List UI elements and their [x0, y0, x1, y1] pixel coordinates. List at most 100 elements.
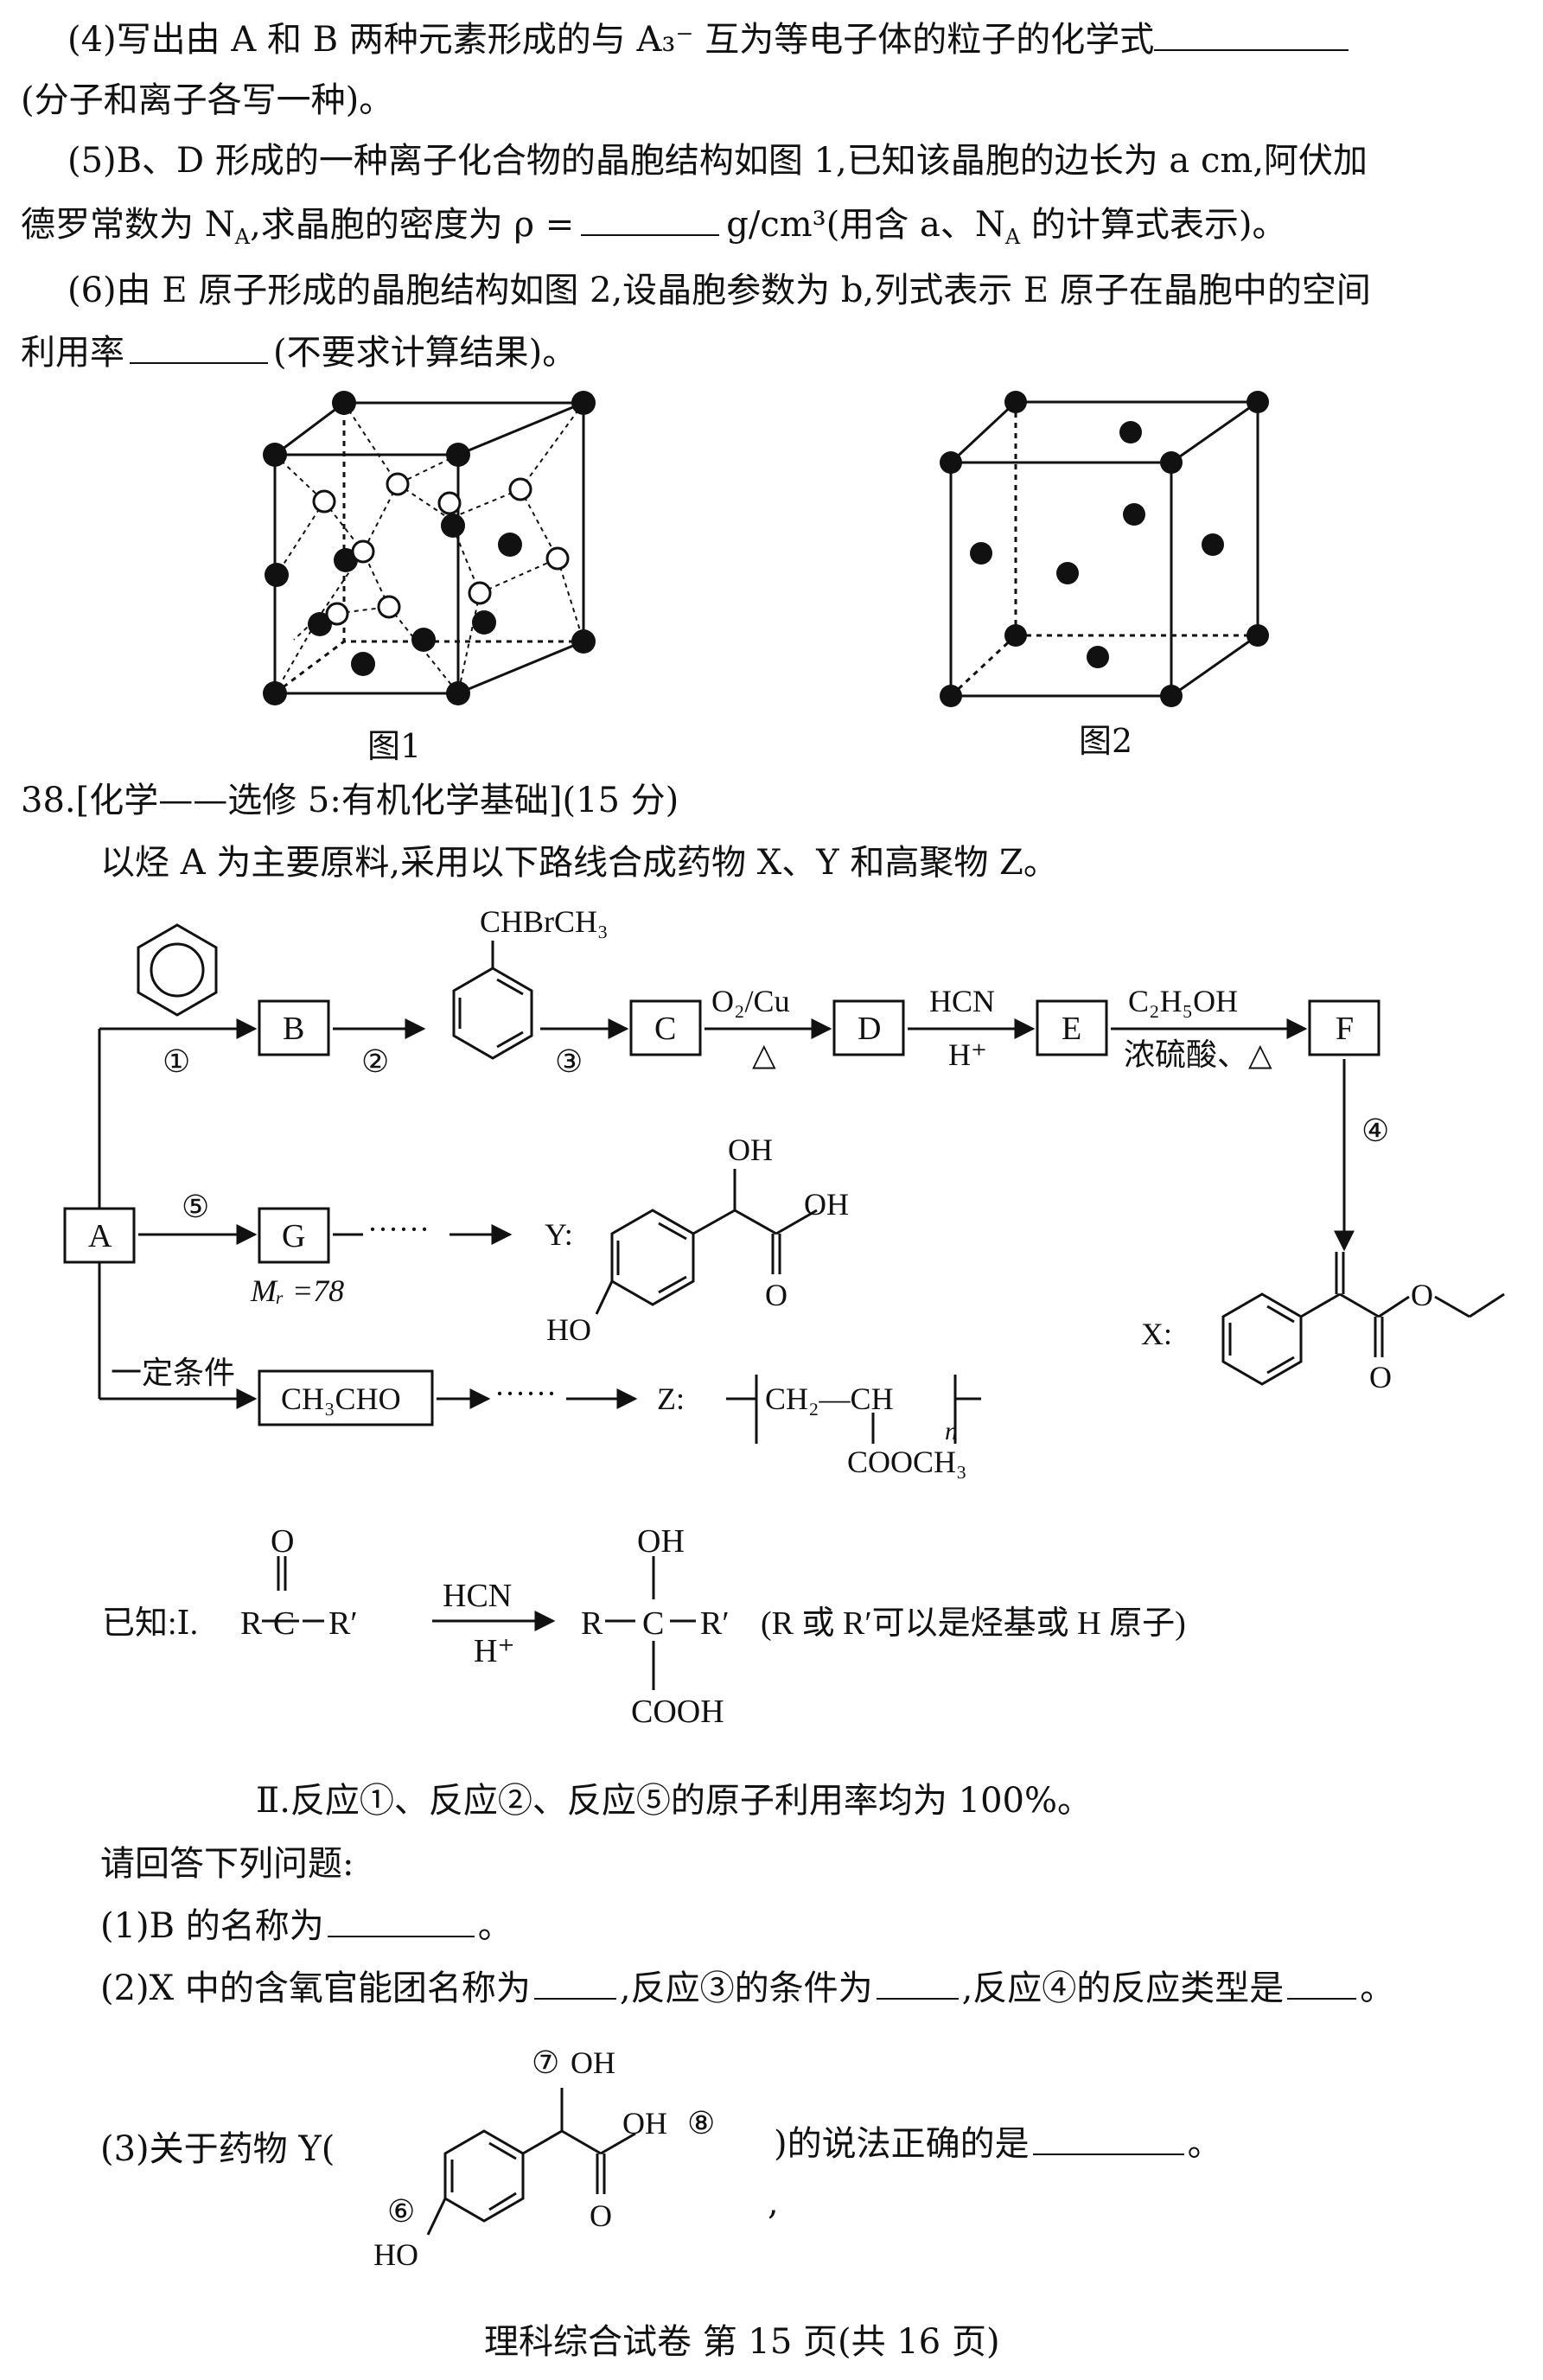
- q5-text-d: 的计算式表示)。: [1020, 205, 1287, 245]
- condition-label: 一定条件: [111, 1356, 235, 1390]
- known-note: (R 或 R′可以是烃基或 H 原子): [761, 1605, 1186, 1642]
- z-n: n: [945, 1417, 958, 1445]
- q5-text-c: g/cm³(用含 a、N: [726, 205, 1005, 245]
- known-prod-cooh: COOH: [631, 1694, 724, 1730]
- known-hcn: HCN: [443, 1578, 512, 1614]
- y-label: Y:: [545, 1217, 573, 1252]
- synthesis-scheme: B C D E F A G CH₃CHO ① ② ③ ④ ⑤ CHBrCH₃ O…: [63, 904, 1505, 1479]
- p2-text-d: 。: [1360, 1968, 1395, 2008]
- q5-answer-blank[interactable]: [581, 205, 720, 236]
- mr-label: Mᵣ =78: [250, 1273, 344, 1308]
- p3-mark-6: ⑥: [387, 2194, 415, 2229]
- p2-text-c: ,反应④的反应类型是: [961, 1968, 1285, 2008]
- box-ch3cho-label: CH₃CHO: [281, 1381, 401, 1416]
- p2-blank-3[interactable]: [1287, 1968, 1357, 2000]
- box-g-label: G: [282, 1218, 305, 1254]
- q38-title: 38.[化学——选修 5:有机化学基础](15 分): [21, 781, 679, 820]
- q6-line2: 利用率 (不要求计算结果)。: [21, 329, 577, 377]
- q6-line1: (6)由 E 原子形成的晶胞结构如图 2,设晶胞参数为 b,列式表示 E 原子在…: [67, 271, 1371, 310]
- known-hplus: H⁺: [474, 1633, 515, 1669]
- q6-text-b: (不要求计算结果)。: [273, 333, 577, 373]
- known-prefix: 已知:Ⅰ.: [102, 1605, 198, 1642]
- q5-text-b: ,求晶胞的密度为 ρ =: [250, 205, 575, 245]
- p3-carbonyl-o: O: [590, 2198, 612, 2233]
- box-b-label: B: [283, 1011, 304, 1047]
- p1-line: (1)B 的名称为 。: [100, 1902, 513, 1950]
- p3-structure-y: ⑦ OH OH ⑧ O ⑥ HO: [373, 2045, 715, 2272]
- q6-answer-blank[interactable]: [130, 333, 268, 364]
- p3-oh-8: OH: [622, 2106, 667, 2141]
- q4-line1: (4)写出由 A 和 B 两种元素形成的与 A₃⁻ 互为等电子体的粒子的化学式: [67, 16, 1349, 64]
- ethanol-label: C₂H₅OH: [1128, 984, 1238, 1018]
- conc-acid-label: 浓硫酸、△: [1124, 1037, 1272, 1072]
- known-c: C: [273, 1605, 295, 1642]
- p2-text-a: (2)X 中的含氧官能团名称为: [100, 1968, 531, 2008]
- known-prod-c: C: [642, 1605, 664, 1642]
- x-label: X:: [1141, 1317, 1172, 1351]
- z-main-chain: CH₂—CH: [765, 1381, 894, 1416]
- known-prod-oh: OH: [637, 1523, 685, 1560]
- p2-blank-2[interactable]: [876, 1968, 959, 2000]
- z-label: Z:: [657, 1381, 685, 1416]
- q4-answer-blank[interactable]: [1154, 20, 1349, 51]
- o2cu-label: O₂/Cu: [711, 984, 790, 1018]
- p1-end: 。: [477, 1906, 513, 1946]
- hcn-label: HCN: [929, 984, 995, 1018]
- z-side-chain: COOCH₃: [847, 1445, 967, 1479]
- p2-line: (2)X 中的含氧官能团名称为 ,反应③的条件为 ,反应④的反应类型是 。: [100, 1964, 1394, 2013]
- ask-line: 请回答下列问题:: [100, 1844, 354, 1884]
- p2-text-b: ,反应③的条件为: [619, 1968, 873, 2008]
- p1-text: (1)B 的名称为: [100, 1906, 324, 1946]
- box-f-label: F: [1336, 1011, 1354, 1047]
- heat-label-1: △: [752, 1037, 776, 1072]
- step-5-mark: ⑤: [182, 1190, 209, 1224]
- dots-y: ······: [367, 1212, 430, 1247]
- y-oh-top: OH: [728, 1133, 773, 1167]
- figure-2-caption: 图2: [1079, 722, 1133, 760]
- p3-mark-7: ⑦: [532, 2045, 559, 2080]
- known-prod-rp: R′: [700, 1605, 730, 1642]
- p1-answer-blank[interactable]: [327, 1906, 475, 1937]
- q4-text: (4)写出由 A 和 B 两种元素形成的与 A₃⁻ 互为等电子体的粒子的化学式: [67, 20, 1155, 60]
- step-3-mark: ③: [555, 1044, 583, 1079]
- figure-1-caption: 图1: [367, 727, 422, 765]
- q5-line1: (5)B、D 形成的一种离子化合物的晶胞结构如图 1,已知该晶胞的边长为 a c…: [67, 141, 1368, 181]
- y-ho: HO: [546, 1312, 591, 1347]
- known-reaction: 已知:Ⅰ. R C R′ O HCN H⁺ R C R′ OH COOH (R …: [102, 1523, 1186, 1730]
- box-a-label: A: [88, 1218, 112, 1254]
- substituent-label: CHBrCH₃: [480, 904, 609, 939]
- known-r: R: [240, 1605, 263, 1642]
- p3-text-b: )的说法正确的是: [774, 2124, 1030, 2164]
- dots-z: ······: [494, 1376, 557, 1411]
- known-o: O: [271, 1523, 294, 1560]
- q5-line2: 德罗常数为 NA,求晶胞的密度为 ρ =g/cm³(用含 a、NA 的计算式表示…: [21, 201, 1287, 261]
- y-carbonyl-o: O: [765, 1278, 787, 1312]
- p3-mark-8: ⑧: [687, 2106, 715, 2141]
- p3-answer-blank[interactable]: [1032, 2124, 1184, 2155]
- figure-1-crystal-cell: [263, 391, 596, 705]
- known-rp: R′: [328, 1605, 358, 1642]
- p3-text-c: 。: [1187, 2124, 1222, 2164]
- page-footer: 理科综合试卷 第 15 页(共 16 页): [484, 2322, 1000, 2362]
- q5-sub-a: A: [234, 225, 251, 249]
- step-2-mark: ②: [361, 1044, 389, 1079]
- q5-text-a: 德罗常数为 N: [21, 205, 235, 245]
- known-prod-r: R: [581, 1605, 603, 1642]
- x-carbonyl-o: O: [1369, 1360, 1392, 1394]
- p2-blank-1[interactable]: [533, 1968, 616, 2000]
- q4-line2: (分子和离子各写一种)。: [21, 80, 394, 120]
- p3-prefix: (3)关于药物 Y(: [100, 2129, 335, 2169]
- p3-comma: ,: [768, 2183, 779, 2223]
- p3-ho: HO: [373, 2237, 418, 2272]
- x-ester-o: O: [1411, 1278, 1433, 1312]
- figure-2-crystal-cell: [940, 391, 1269, 707]
- step-1-mark: ①: [163, 1044, 190, 1079]
- hplus-label: H⁺: [948, 1037, 987, 1072]
- q5-sub-b: A: [1004, 225, 1021, 249]
- q6-text-a: 利用率: [21, 333, 124, 373]
- q38-intro: 以烃 A 为主要原料,采用以下路线合成药物 X、Y 和高聚物 Z。: [100, 843, 1058, 883]
- p3-oh-7: OH: [571, 2045, 615, 2080]
- step-4-mark: ④: [1361, 1113, 1389, 1148]
- box-d-label: D: [858, 1011, 881, 1047]
- known-ii: Ⅱ.反应①、反应②、反应⑤的原子利用率均为 100%。: [256, 1781, 1092, 1821]
